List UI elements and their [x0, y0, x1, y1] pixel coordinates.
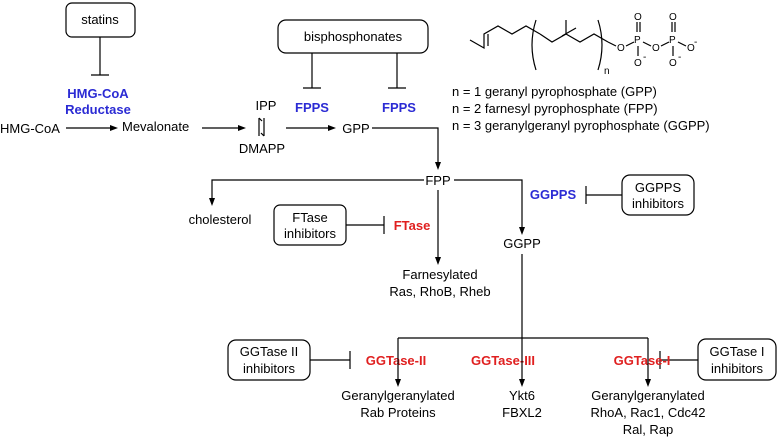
mevalonate-label: Mevalonate — [122, 119, 189, 134]
farnesylated-label-2: Ras, RhoB, Rheb — [389, 284, 490, 299]
ggpps-inhibitors-label-2: inhibitors — [632, 196, 685, 211]
ftase-inhibitors-label-2: inhibitors — [284, 226, 337, 241]
atom-p2: P — [669, 35, 676, 46]
atom-o-end: O — [687, 43, 695, 54]
isoprenoid-structure: n O P O O - O P O O - O - — [469, 12, 697, 77]
rab-label-2: Rab Proteins — [360, 405, 436, 420]
hmgcoa-reductase-label-1: HMG-CoA — [67, 86, 129, 101]
atom-p1: P — [634, 35, 641, 46]
hmgcoa-reductase-label-2: Reductase — [65, 102, 131, 117]
atom-o-top-1: O — [634, 12, 642, 23]
dmapp-label: DMAPP — [239, 141, 285, 156]
fpps-label-2: FPPS — [382, 100, 416, 115]
ggpps-inhibitors-label-1: GGPPS — [635, 180, 682, 195]
ggtase1-label: GGTase-I — [614, 353, 671, 368]
charge-1: - — [643, 52, 646, 63]
ggtase1-inhibitors-label-2: inhibitors — [711, 361, 764, 376]
fpp-label: FPP — [425, 173, 450, 188]
pathway-arrows — [66, 117, 651, 387]
bisphosphonates-box — [277, 19, 429, 54]
legend-line-3: n = 3 geranylgeranyl pyrophosphate (GGPP… — [452, 118, 710, 133]
ggpp-label: GGPP — [503, 236, 541, 251]
hmgcoa-label: HMG-CoA — [0, 121, 60, 136]
ggtase1-inhibitors-label-1: GGTase I — [710, 344, 765, 359]
gpp-label: GPP — [342, 121, 369, 136]
rab-label-1: Geranylgeranylated — [341, 388, 454, 403]
fpps-label-1: FPPS — [295, 100, 329, 115]
inhibition-lines — [91, 37, 698, 369]
legend-line-1: n = 1 geranyl pyrophosphate (GPP) — [452, 84, 657, 99]
farnesylated-label-1: Farnesylated — [402, 267, 477, 282]
atom-o-bottom-1: O — [634, 58, 642, 69]
ggpps-label: GGPPS — [530, 187, 577, 202]
charge-2: - — [678, 52, 681, 63]
legend-line-2: n = 2 farnesyl pyrophosphate (FPP) — [452, 101, 658, 116]
atom-o1: O — [617, 43, 625, 54]
atom-o-bottom-2: O — [669, 58, 677, 69]
atom-o-bridge: O — [652, 43, 660, 54]
ggtase3-label: GGTase-III — [471, 353, 535, 368]
ipp-label: IPP — [256, 98, 277, 113]
ggtase2-inhibitors-label-2: inhibitors — [243, 361, 296, 376]
bisphosphonates-label: bisphosphonates — [304, 29, 403, 44]
cholesterol-label: cholesterol — [189, 212, 252, 227]
ykt6-label-1: Ykt6 — [509, 388, 535, 403]
rho-label-3: Ral, Rap — [623, 422, 674, 437]
atom-o-top-2: O — [669, 12, 677, 23]
ggtase2-label: GGTase-II — [366, 353, 426, 368]
rho-label-2: RhoA, Rac1, Cdc42 — [591, 405, 706, 420]
repeat-n-subscript: n — [604, 66, 610, 77]
ftase-label: FTase — [394, 218, 431, 233]
ftase-inhibitors-label-1: FTase — [292, 210, 327, 225]
ykt6-label-2: FBXL2 — [502, 405, 542, 420]
charge-3: - — [694, 37, 697, 48]
rho-label-1: Geranylgeranylated — [591, 388, 704, 403]
ggtase2-inhibitors-label-1: GGTase II — [240, 344, 299, 359]
statins-label: statins — [81, 12, 119, 27]
